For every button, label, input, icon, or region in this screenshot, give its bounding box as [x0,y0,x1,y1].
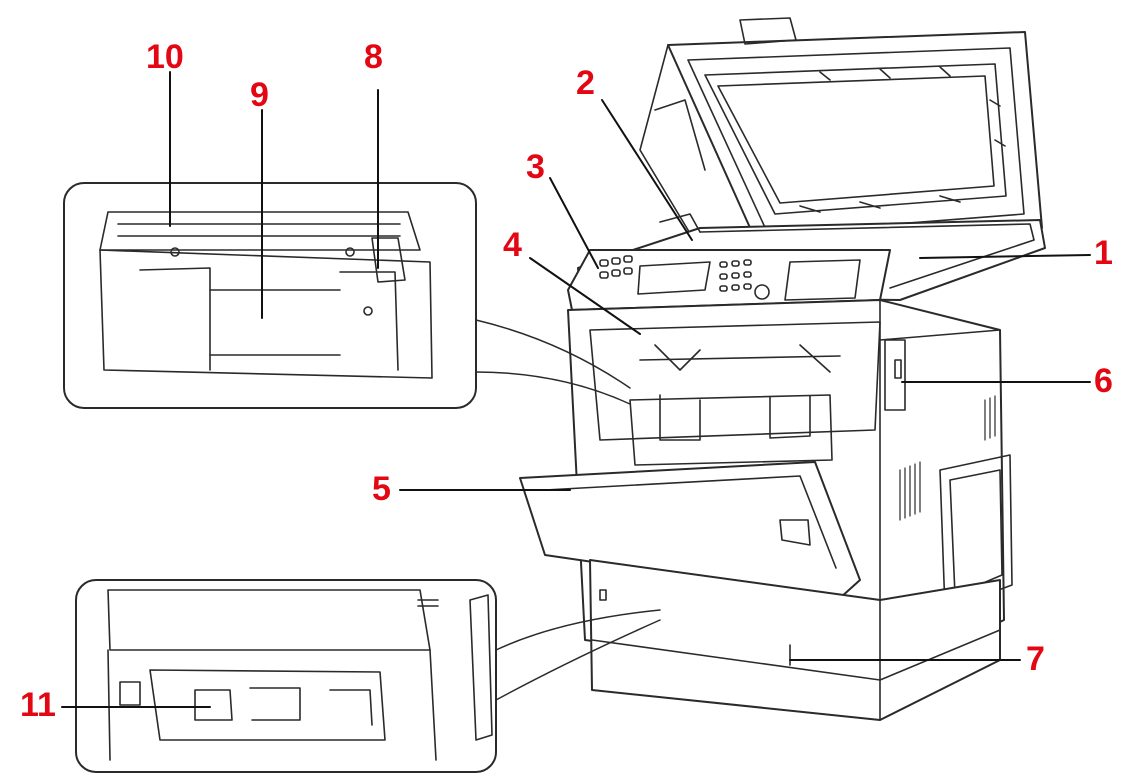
callout-7: 7 [1026,642,1045,676]
callout-3: 3 [526,150,545,184]
callout-5: 5 [372,472,391,506]
callout-6: 6 [1094,364,1113,398]
callout-1: 1 [1094,236,1113,270]
inset-lower-detail [76,580,496,772]
callout-9: 9 [250,78,269,112]
callout-11: 11 [20,688,56,722]
callout-4: 4 [503,228,522,262]
callout-8: 8 [364,40,383,74]
callout-10: 10 [146,40,184,74]
leader-3 [550,178,598,268]
document-cover [640,18,1042,250]
callout-2: 2 [576,66,595,100]
inset-top-detail [64,183,476,408]
